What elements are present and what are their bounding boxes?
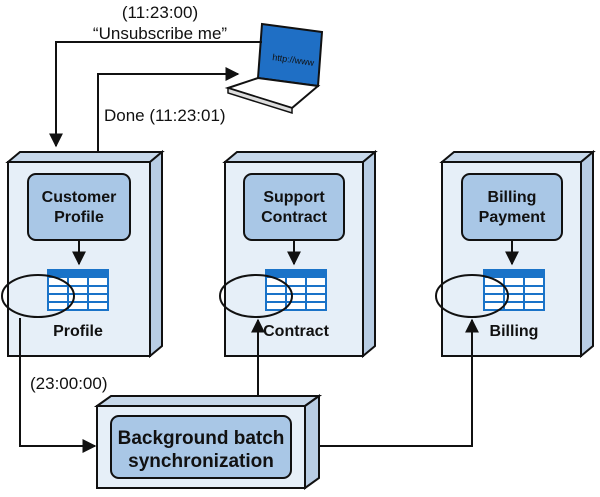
request-time-label: (11:23:00) — [122, 3, 198, 22]
batch-to-billing-arrow — [319, 318, 479, 447]
batch-sync-line1: Background batch — [118, 428, 285, 449]
done-response-arrow — [97, 67, 240, 154]
billing-payment-line1: Billing — [488, 189, 537, 206]
contract-table-icon — [265, 269, 327, 311]
batch-sync-node: Background batch synchronization — [93, 394, 323, 490]
contract-highlight-ellipse — [219, 274, 293, 318]
support-contract-line1: Support — [263, 189, 325, 206]
billing-table-icon — [483, 269, 545, 311]
done-label: Done (11:23:01) — [104, 106, 226, 125]
contract-db-label: Contract — [263, 323, 329, 340]
laptop-icon: http://www — [224, 22, 324, 115]
billing-db-label: Billing — [490, 323, 539, 340]
batch-sync-component — [110, 415, 292, 479]
customer-profile-line2: Profile — [54, 209, 104, 226]
support-contract-node: Support Contract Contract — [219, 149, 378, 359]
support-contract-line2: Contract — [261, 209, 327, 226]
customer-profile-component — [27, 173, 131, 241]
request-text-label: “Unsubscribe me” — [93, 24, 227, 43]
profile-highlight-ellipse — [1, 274, 75, 318]
batch-sync-line2: synchronization — [128, 451, 274, 472]
billing-payment-component — [461, 173, 563, 241]
customer-profile-line1: Customer — [42, 189, 117, 206]
support-contract-component — [243, 173, 345, 241]
customer-profile-node: Customer Profile Profile — [1, 149, 165, 359]
profile-db-label: Profile — [53, 323, 103, 340]
profile-to-batch-arrow — [19, 318, 97, 453]
batch-time-label: (23:00:00) — [30, 374, 108, 393]
billing-highlight-ellipse — [435, 274, 509, 318]
billing-payment-line2: Payment — [479, 209, 546, 226]
profile-table-icon — [47, 269, 109, 311]
billing-payment-node: Billing Payment Billing — [435, 149, 596, 359]
unsubscribe-request-arrow — [49, 41, 262, 148]
